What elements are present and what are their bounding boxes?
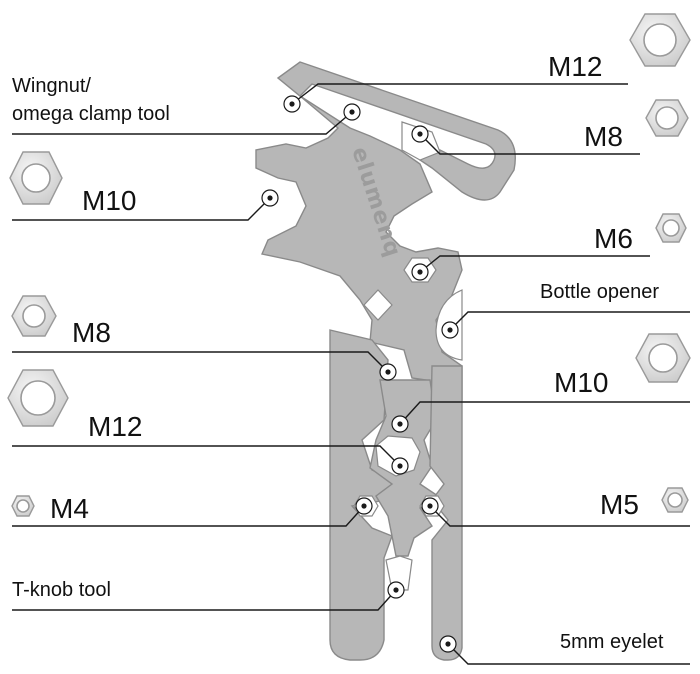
nut-m8-right-icon [645, 99, 689, 137]
label-m8-right: M8 [584, 121, 623, 152]
label-wingnut-line2: omega clamp tool [12, 103, 170, 125]
dot-m12-top [283, 95, 301, 113]
label-m5: M5 [600, 489, 639, 520]
dot-m6 [411, 263, 429, 281]
leader-m12-left [12, 445, 401, 467]
leader-bottle [449, 311, 690, 331]
dot-m10-left [261, 189, 279, 207]
leader-t-knob [12, 589, 397, 611]
label-bottle-opener: Bottle opener [540, 281, 659, 303]
leader-m10-left [12, 197, 271, 221]
leader-m4 [12, 505, 365, 527]
dot-m10-right [391, 415, 409, 433]
pointer-dots [261, 95, 459, 653]
nut-m6-icon [655, 213, 687, 243]
label-t-knob: T-knob tool [12, 579, 111, 601]
leader-eyelet [447, 643, 690, 665]
m12-socket-cut [375, 435, 421, 477]
nut-m10-right-icon [635, 333, 691, 383]
label-eyelet: 5mm eyelet [560, 631, 664, 653]
label-wingnut-line1: Wingnut/ [12, 75, 91, 97]
dot-m12-left [391, 457, 409, 475]
nut-m4-icon [11, 495, 35, 517]
dot-m8-right [411, 125, 429, 143]
nut-m5-icon [661, 487, 689, 513]
dot-m4 [355, 497, 373, 515]
nut-m8-left-icon [11, 295, 57, 337]
leader-m10-right [399, 401, 690, 425]
label-m10-left: M10 [82, 185, 136, 216]
leader-wingnut [12, 111, 353, 135]
nut-m12-top-icon [629, 13, 691, 67]
wrench-tool: elumenq [255, 61, 516, 661]
dot-eyelet [439, 635, 457, 653]
diamond-cutout [363, 289, 393, 321]
right-leg [429, 365, 463, 661]
dot-t-knob [387, 581, 405, 599]
leader-m5 [429, 505, 690, 527]
nut-m12-left-icon [7, 369, 69, 427]
dot-bottle [441, 321, 459, 339]
labels: Wingnut/ omega clamp tool M12 M8 M10 M6 … [12, 51, 664, 653]
nut-m10-left-icon [9, 151, 63, 205]
label-m12-top: M12 [548, 51, 602, 82]
label-m6: M6 [594, 223, 633, 254]
label-m8-left: M8 [72, 317, 111, 348]
label-m12-left: M12 [88, 411, 142, 442]
dot-m8-left [379, 363, 397, 381]
label-m4: M4 [50, 493, 89, 524]
leader-m8-right [419, 133, 640, 155]
leader-m12-top [291, 83, 628, 105]
dot-m5 [421, 497, 439, 515]
label-m10-right: M10 [554, 367, 608, 398]
leader-m8-left [12, 351, 389, 373]
dot-wingnut [343, 103, 361, 121]
